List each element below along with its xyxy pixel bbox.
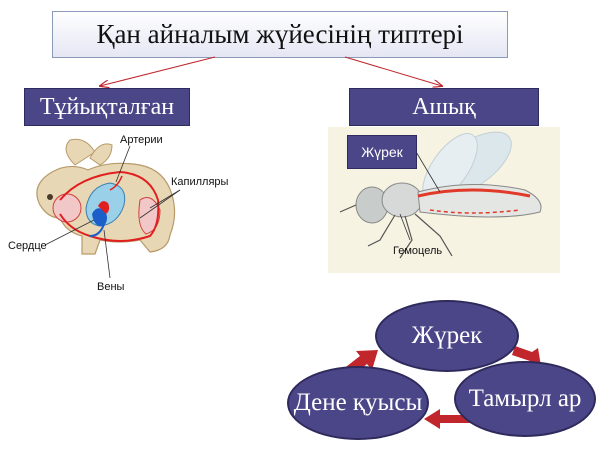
diagram-title: Қан айналым жүйесінің типтері — [52, 11, 508, 58]
insect-heart-tag: Жүрек — [347, 135, 417, 169]
label-veins: Вены — [97, 281, 125, 293]
label-arteries: Артерии — [120, 134, 163, 146]
arrow-to-open — [344, 56, 442, 86]
open-type-box: Ашық — [349, 88, 539, 126]
closed-type-box: Тұйықталған — [24, 88, 190, 126]
cycle-vessels: Тамырл ар — [454, 361, 596, 437]
arrow-to-closed — [100, 56, 216, 86]
label-heart-rabbit: Сердце — [8, 240, 47, 252]
label-hemocoel: Гемоцель — [393, 245, 443, 257]
cycle-body-cavity: Дене қуысы — [287, 366, 429, 440]
arrow-vessels-to-body — [424, 409, 470, 429]
rabbit-illustration — [36, 138, 181, 279]
label-capillaries: Капилляры — [171, 176, 229, 188]
cycle-heart: Жүрек — [375, 300, 519, 372]
